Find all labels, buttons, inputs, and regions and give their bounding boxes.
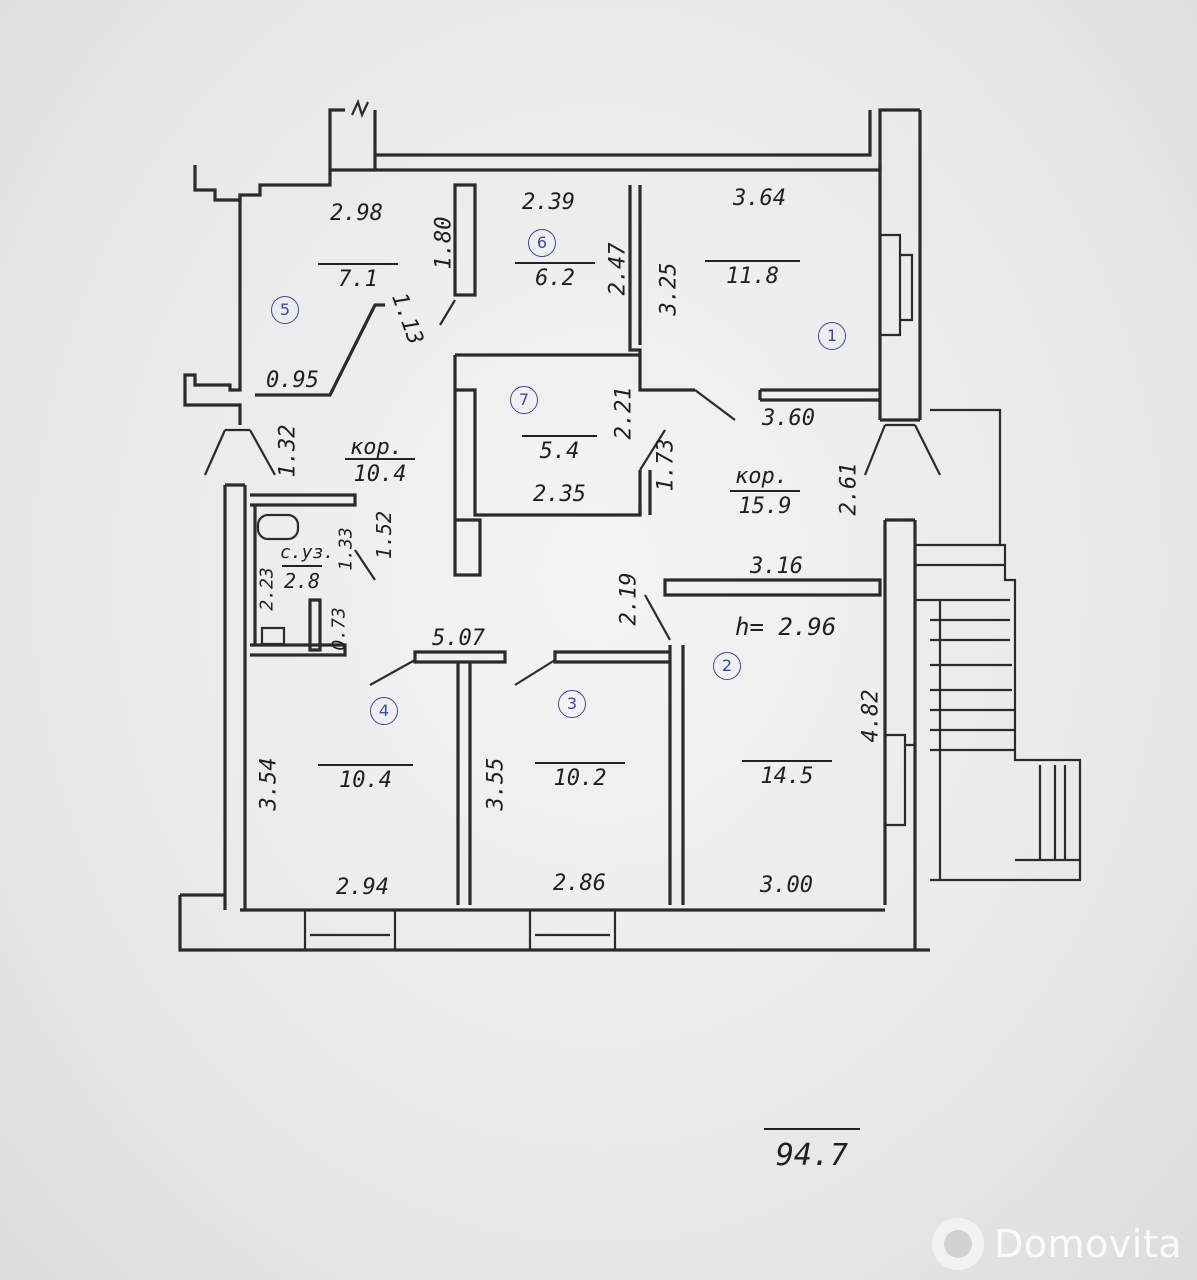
outer-wall-right-low bbox=[883, 518, 917, 950]
entry-splay-left bbox=[203, 428, 276, 476]
room-area-1: 11.8 bbox=[705, 260, 800, 288]
window-2 bbox=[528, 910, 617, 950]
wall-room3-room2 bbox=[553, 645, 685, 905]
dim-wc-top: 1.33 bbox=[335, 527, 357, 571]
dim-r6-top: 2.39 bbox=[522, 190, 575, 215]
wall-room7-block bbox=[453, 353, 642, 577]
dim-r3-bottom: 2.86 bbox=[553, 871, 606, 896]
outer-wall-left bbox=[183, 195, 242, 425]
door-swing-4 bbox=[369, 659, 416, 686]
door-swing-wc bbox=[354, 549, 376, 581]
wall-room5-bottom bbox=[255, 303, 385, 397]
dim-r5-right: 1.80 bbox=[431, 216, 457, 270]
dim-r7-right: 2.21 bbox=[611, 386, 637, 440]
dim-r6-right: 2.47 bbox=[605, 242, 631, 296]
wall-room7-right bbox=[638, 470, 652, 515]
porch-steps bbox=[915, 543, 1080, 880]
dim-r3-left: 3.55 bbox=[483, 757, 509, 811]
toilet-fixture bbox=[256, 513, 300, 541]
wall-room2-top bbox=[663, 578, 882, 597]
dim-wc-left: 2.23 bbox=[256, 567, 278, 611]
north-arrow-mark bbox=[351, 98, 369, 119]
dim-r7-diag: 1.73 bbox=[653, 438, 679, 492]
dim-cor1-left: 1.32 bbox=[275, 424, 301, 478]
corridor-area-1: 10.4 bbox=[345, 458, 415, 486]
dim-r7-bottom: 2.35 bbox=[533, 482, 586, 507]
room-area-3: 10.2 bbox=[535, 762, 625, 790]
dim-wc-small: 0.73 bbox=[328, 607, 350, 651]
door-swing-7 bbox=[639, 429, 666, 471]
wall-room5-room6 bbox=[453, 183, 477, 297]
outer-wall-left-low bbox=[223, 483, 247, 910]
dim-r1-bottom: 3.60 bbox=[762, 406, 815, 431]
room-area-4: 10.4 bbox=[318, 764, 413, 792]
dim-r4-top: 5.07 bbox=[432, 626, 485, 651]
porch-outline bbox=[930, 408, 1082, 882]
dim-r4-left: 3.54 bbox=[256, 757, 282, 811]
entry-splay-right bbox=[863, 423, 941, 476]
dim-r5-bottom: 0.95 bbox=[266, 368, 319, 393]
dim-r4-bottom: 2.94 bbox=[336, 875, 389, 900]
wall-room6-room1 bbox=[628, 185, 695, 392]
wall-wc bbox=[250, 493, 357, 657]
domovita-logo-icon bbox=[932, 1218, 984, 1270]
bathroom-area: 2.8 bbox=[282, 565, 322, 591]
dim-r5-top: 2.98 bbox=[330, 201, 383, 226]
outer-wall-bottom bbox=[178, 893, 930, 952]
door-swing-5 bbox=[439, 299, 456, 326]
dim-r2-top: 3.16 bbox=[750, 554, 803, 579]
window-3 bbox=[880, 233, 914, 337]
corridor-area-2: 15.9 bbox=[730, 490, 800, 518]
room-number-4: 4 bbox=[370, 697, 398, 725]
watermark-logo: Domovita bbox=[932, 1218, 1182, 1270]
door-swing-1 bbox=[694, 389, 736, 421]
outer-wall-top-inner bbox=[330, 110, 872, 172]
room-number-1: 1 bbox=[818, 322, 846, 350]
room-area-2: 14.5 bbox=[742, 760, 832, 788]
ceiling-height: h= 2.96 bbox=[735, 613, 837, 641]
room-number-6: 6 bbox=[528, 229, 556, 257]
room-number-5: 5 bbox=[271, 296, 299, 324]
dim-r1-left: 3.25 bbox=[656, 262, 682, 316]
corridor-name-1: кор. bbox=[350, 435, 403, 460]
bathroom-name: с.уз. bbox=[280, 542, 335, 563]
room-area-7: 5.4 bbox=[522, 435, 597, 463]
room-area-5: 7.1 bbox=[318, 263, 398, 291]
room-number-7: 7 bbox=[510, 386, 538, 414]
room-number-3: 3 bbox=[558, 690, 586, 718]
dim-wc-right: 1.52 bbox=[372, 510, 397, 560]
door-swing-3 bbox=[514, 659, 556, 686]
wall-room1-bottom bbox=[758, 388, 880, 402]
sink-fixture bbox=[260, 626, 286, 646]
window-1 bbox=[303, 910, 397, 950]
door-swing-2 bbox=[644, 594, 671, 641]
dim-r2-bottom: 3.00 bbox=[760, 873, 813, 898]
dim-r2-door: 2.19 bbox=[616, 572, 642, 626]
wall-room4-room3 bbox=[413, 650, 507, 905]
dim-r2-right: 4.82 bbox=[858, 689, 884, 743]
outer-wall-right bbox=[878, 110, 922, 422]
room-number-2: 2 bbox=[713, 652, 741, 680]
dim-cor2-right: 2.61 bbox=[836, 462, 862, 516]
total-area: 94.7 bbox=[764, 1128, 860, 1173]
dim-r1-top: 3.64 bbox=[733, 186, 786, 211]
room-area-6: 6.2 bbox=[515, 262, 595, 290]
corridor-name-2: кор. bbox=[735, 464, 788, 489]
watermark-text: Domovita bbox=[994, 1222, 1183, 1266]
window-4 bbox=[885, 733, 917, 827]
